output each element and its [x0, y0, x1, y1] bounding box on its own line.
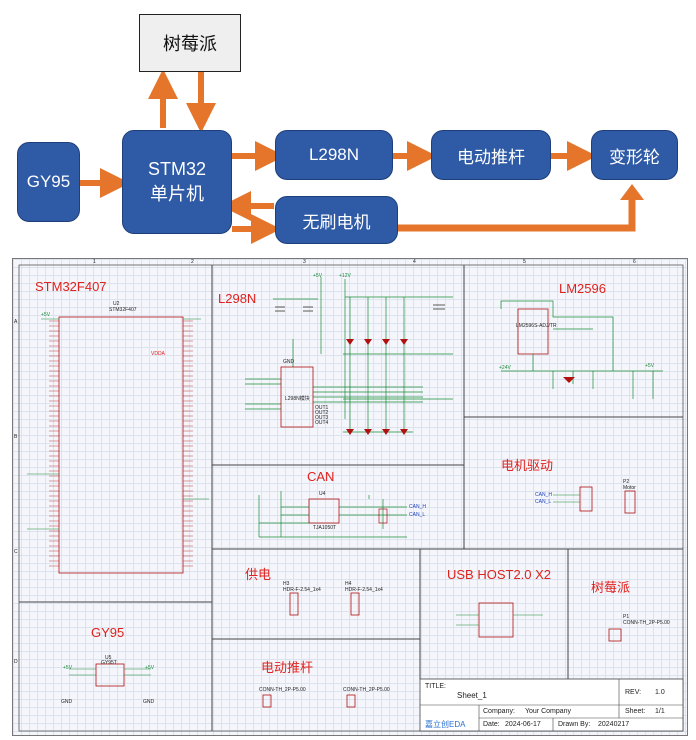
- h3-ref: H3: [283, 581, 290, 587]
- ruler-row-b: B: [14, 434, 18, 440]
- wheel-block: 变形轮: [591, 130, 678, 180]
- region-stm32f407: STM32F407: [35, 279, 107, 294]
- drawn-value: 20240217: [598, 721, 630, 728]
- ruler-col-5: 5: [523, 259, 526, 265]
- ruler-row-d: D: [14, 659, 18, 665]
- region-actuator: 电动推杆: [261, 660, 314, 675]
- gy95-block: GY95: [17, 142, 80, 222]
- region-l298n: L298N: [218, 291, 257, 306]
- region-raspberry-pi: 树莓派: [591, 580, 631, 595]
- u5-ref: U5: [105, 655, 112, 661]
- l298n-out3: OUT3: [315, 415, 329, 421]
- region-usb-host: USB HOST2.0 X2: [447, 567, 552, 582]
- ruler-col-4: 4: [413, 259, 416, 265]
- stm32-label-2: 单片机: [150, 183, 204, 204]
- stm32-block: STM32 单片机: [122, 130, 232, 234]
- h3-name: HDR-F-2.54_1x4: [283, 587, 321, 593]
- company-value: Your Company: [525, 708, 572, 715]
- p2-name: Motor: [623, 485, 636, 491]
- u1-name: L298N模块: [285, 396, 310, 402]
- lm-24v: +24V: [499, 365, 511, 371]
- ruler-col-1: 1: [93, 259, 96, 265]
- title-label: TITLE:: [425, 683, 447, 690]
- ruler-row-c: C: [14, 549, 18, 555]
- l298n-12v: +12V: [339, 273, 351, 279]
- sheet-value: 1/1: [655, 708, 665, 715]
- stm32-5v: +5V: [41, 312, 51, 318]
- p1-ref: P1: [623, 614, 630, 620]
- ruler-col-2: 2: [191, 259, 194, 265]
- arrows-layer: [80, 69, 644, 244]
- motor-can-h: CAN_H: [535, 492, 552, 498]
- h4-name: HDR-F-2.54_1x4: [345, 587, 383, 593]
- company-label: Company:: [483, 708, 515, 715]
- block-diagram: 树莓派 STM32 单片机 GY95 L298N 电动推杆 变形轮 无刷电机: [0, 0, 696, 250]
- region-power: 供电: [245, 567, 272, 582]
- schematic-lines: [18, 264, 684, 732]
- p1-name: CONN-TH_2P-P5.00: [623, 620, 670, 626]
- t2-name: CONN-TH_2P-P5.00: [343, 687, 390, 693]
- l298n-block: L298N: [275, 130, 393, 180]
- u2-ref: U2: [113, 301, 120, 307]
- ruler-col-3: 3: [303, 259, 306, 265]
- arrow-motor-wheel: [398, 198, 636, 232]
- can-l-label: CAN_L: [409, 512, 426, 518]
- gy95-5v-right: +5V: [145, 665, 155, 671]
- raspberry-pi-box: 树莓派: [139, 14, 241, 72]
- date-label: Date:: [483, 721, 500, 728]
- brushless-motor-block: 无刷电机: [275, 196, 398, 244]
- u4-name: TJA1050T: [313, 525, 337, 531]
- brand-logo: 嘉立创EDA: [425, 720, 466, 729]
- gy95-gnd-left: GND: [61, 699, 73, 705]
- region-motor-drive: 电机驱动: [501, 458, 554, 473]
- t1-name: CONN-TH_2P-P5.00: [259, 687, 306, 693]
- lm-5v: +5V: [645, 363, 655, 369]
- can-h-label: CAN_H: [409, 504, 426, 510]
- l298n-gnd: GND: [283, 359, 295, 365]
- ruler-col-6: 6: [633, 259, 636, 265]
- sheet-label: Sheet:: [625, 708, 646, 715]
- schematic-sheet: 1 2 3 4 5 6 A B C D STM32F407 L298N LM25…: [12, 258, 688, 736]
- l298n-out2: OUT2: [315, 410, 329, 416]
- region-gy95: GY95: [91, 625, 125, 640]
- date-value: 2024-06-17: [505, 721, 541, 728]
- rev-value: 1.0: [655, 689, 665, 696]
- gy95-gnd-right: GND: [143, 699, 155, 705]
- drawn-label: Drawn By:: [558, 721, 591, 728]
- p2-ref: P2: [623, 479, 630, 485]
- lm-name: LM2596S-ADJ/TR: [516, 323, 557, 329]
- sheet-title: Sheet_1: [457, 691, 487, 700]
- l298n-out1: OUT1: [315, 405, 329, 411]
- u5-name: GY95T: [101, 660, 117, 666]
- rev-label: REV:: [625, 689, 642, 696]
- region-can: CAN: [307, 469, 335, 484]
- l298n-5v: +5V: [313, 273, 323, 279]
- region-lm2596: LM2596: [559, 281, 606, 296]
- motor-can-l: CAN_L: [535, 499, 552, 505]
- stm32-label-1: STM32: [147, 158, 207, 179]
- actuator-block: 电动推杆: [431, 130, 551, 180]
- u4-ref: U4: [319, 491, 326, 497]
- l298n-out4: OUT4: [315, 420, 329, 426]
- h4-ref: H4: [345, 581, 352, 587]
- gy95-5v-left: +5V: [63, 665, 73, 671]
- u2-name: STM32F407: [109, 307, 137, 313]
- stm32-vdda: VDDA: [151, 351, 165, 357]
- ruler-row-a: A: [14, 319, 18, 325]
